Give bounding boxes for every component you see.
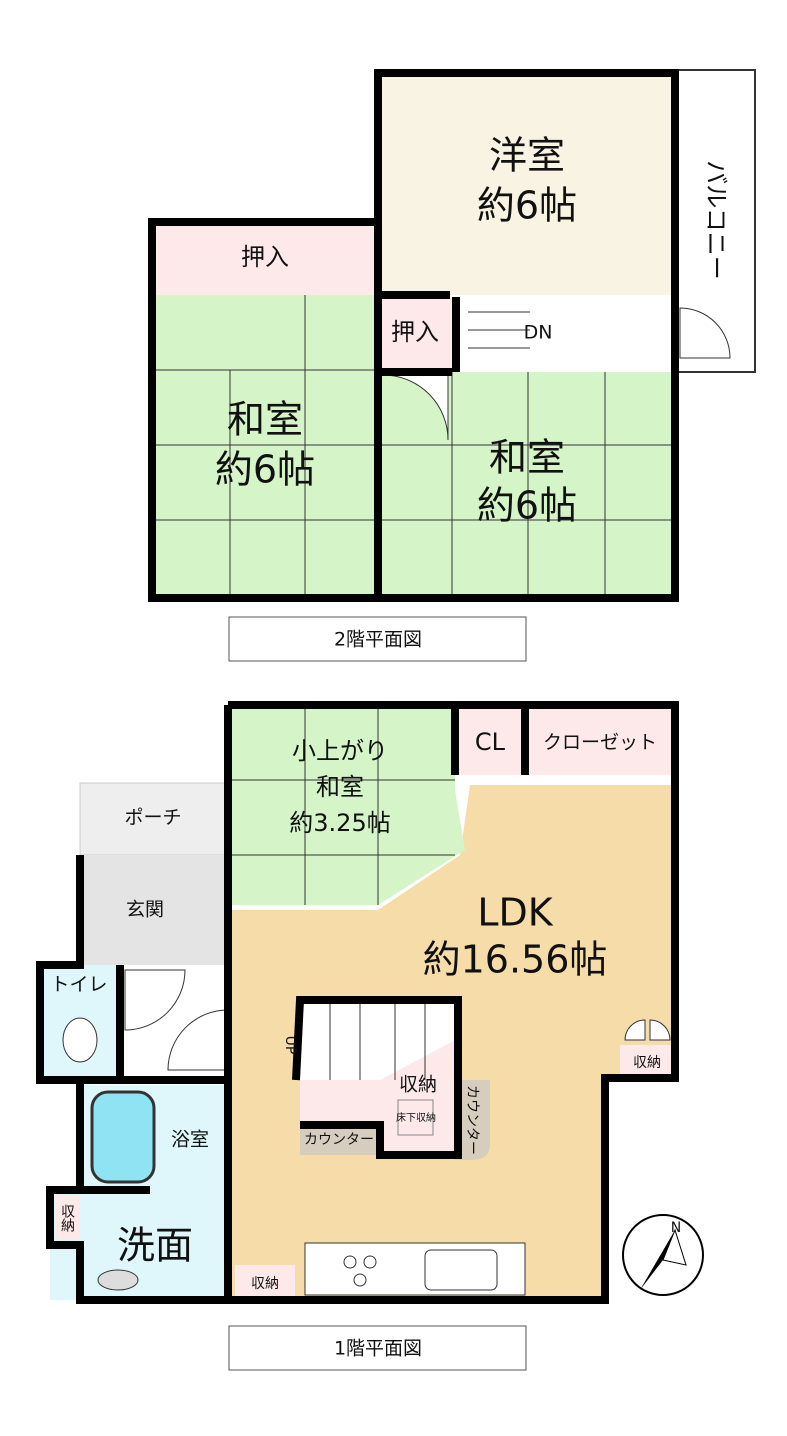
- porch-label: ポーチ: [124, 807, 181, 829]
- caption-box-1f: [228, 1325, 527, 1371]
- cl-label: CL: [475, 728, 506, 756]
- kitchen-sink-icon: [424, 1249, 498, 1291]
- toilet-label: トイレ: [50, 974, 107, 996]
- storage-wash-label: 収納: [59, 1204, 75, 1233]
- walls-2f: [148, 69, 679, 602]
- bathtub: [90, 1090, 156, 1184]
- raised-japanese-room: [230, 705, 465, 905]
- closet-small-label: 押入: [391, 318, 439, 346]
- raised-room-size: 約3.25帖: [289, 809, 390, 837]
- tatami-lines-1f: [230, 705, 455, 1080]
- stairs-up-label: UP: [282, 1036, 298, 1055]
- storage-right-label: 収納: [633, 1055, 661, 1071]
- caption-box-2f: [228, 616, 527, 662]
- closet-small-2f: [378, 297, 452, 372]
- porch: [79, 782, 228, 856]
- caption-1f: 1階平面図: [334, 1338, 422, 1360]
- balcony-label: バルコニー: [702, 160, 730, 280]
- stairs-2f: [458, 297, 560, 367]
- door-arc-2f: [382, 374, 449, 441]
- japanese-right-name: 和室: [489, 436, 565, 480]
- storage-right: [620, 1045, 675, 1078]
- door-arc-hall: [167, 1009, 229, 1071]
- door-arc-entrance: [124, 969, 186, 1031]
- toilet-bowl: [62, 1017, 98, 1063]
- western-room: [378, 73, 675, 295]
- caption-2f: 2階平面図: [334, 629, 422, 651]
- compass-north-label: N: [671, 1220, 681, 1236]
- door-arc-storage: [624, 1019, 671, 1041]
- counter-h-label: カウンター: [304, 1132, 374, 1148]
- storage-bottom: [235, 1265, 295, 1300]
- ldk-size: 約16.56帖: [423, 938, 608, 982]
- western-room-name: 洋室: [489, 134, 565, 178]
- stairs-dn-label: DN: [524, 322, 553, 344]
- closet-left-label: 押入: [241, 243, 289, 271]
- raised-room-line1: 小上がり: [292, 737, 388, 765]
- tatami-lines: [152, 295, 675, 598]
- japanese-left-size: 約6帖: [215, 448, 315, 492]
- japanese-left-name: 和室: [227, 398, 303, 442]
- storage-under-stairs-label: 収納: [399, 1074, 437, 1096]
- closet-left-2f: [152, 222, 378, 295]
- underfloor-storage: [397, 1099, 434, 1136]
- entrance-label: 玄関: [126, 899, 164, 921]
- underfloor-storage-label: 床下収納: [396, 1111, 436, 1124]
- japanese-room-left: [152, 295, 378, 598]
- cl-closet: [455, 705, 525, 775]
- stove-icon: [343, 1255, 377, 1287]
- walls-1f: [36, 701, 679, 1304]
- counter-h: [300, 1125, 378, 1155]
- raised-room-line2: 和室: [316, 773, 364, 801]
- japanese-room-right: [378, 372, 675, 598]
- closet-1f: [525, 705, 675, 775]
- door-arc-balcony: [679, 307, 731, 359]
- ldk-name: LDK: [477, 891, 553, 935]
- storage-bottom-label: 収納: [251, 1276, 279, 1292]
- entrance: [80, 855, 227, 965]
- western-room-size: 約6帖: [477, 184, 577, 228]
- counter-v: [455, 1080, 490, 1160]
- compass-icon: [622, 1214, 704, 1296]
- bath-label: 浴室: [171, 1129, 209, 1151]
- storage-wash: [55, 1195, 80, 1240]
- sink: [97, 1269, 139, 1291]
- counter-v-label: カウンター: [464, 1085, 480, 1155]
- washroom-label: 洗面: [117, 1224, 193, 1268]
- japanese-right-size: 約6帖: [477, 484, 577, 528]
- closet-1f-label: クローゼット: [543, 732, 657, 754]
